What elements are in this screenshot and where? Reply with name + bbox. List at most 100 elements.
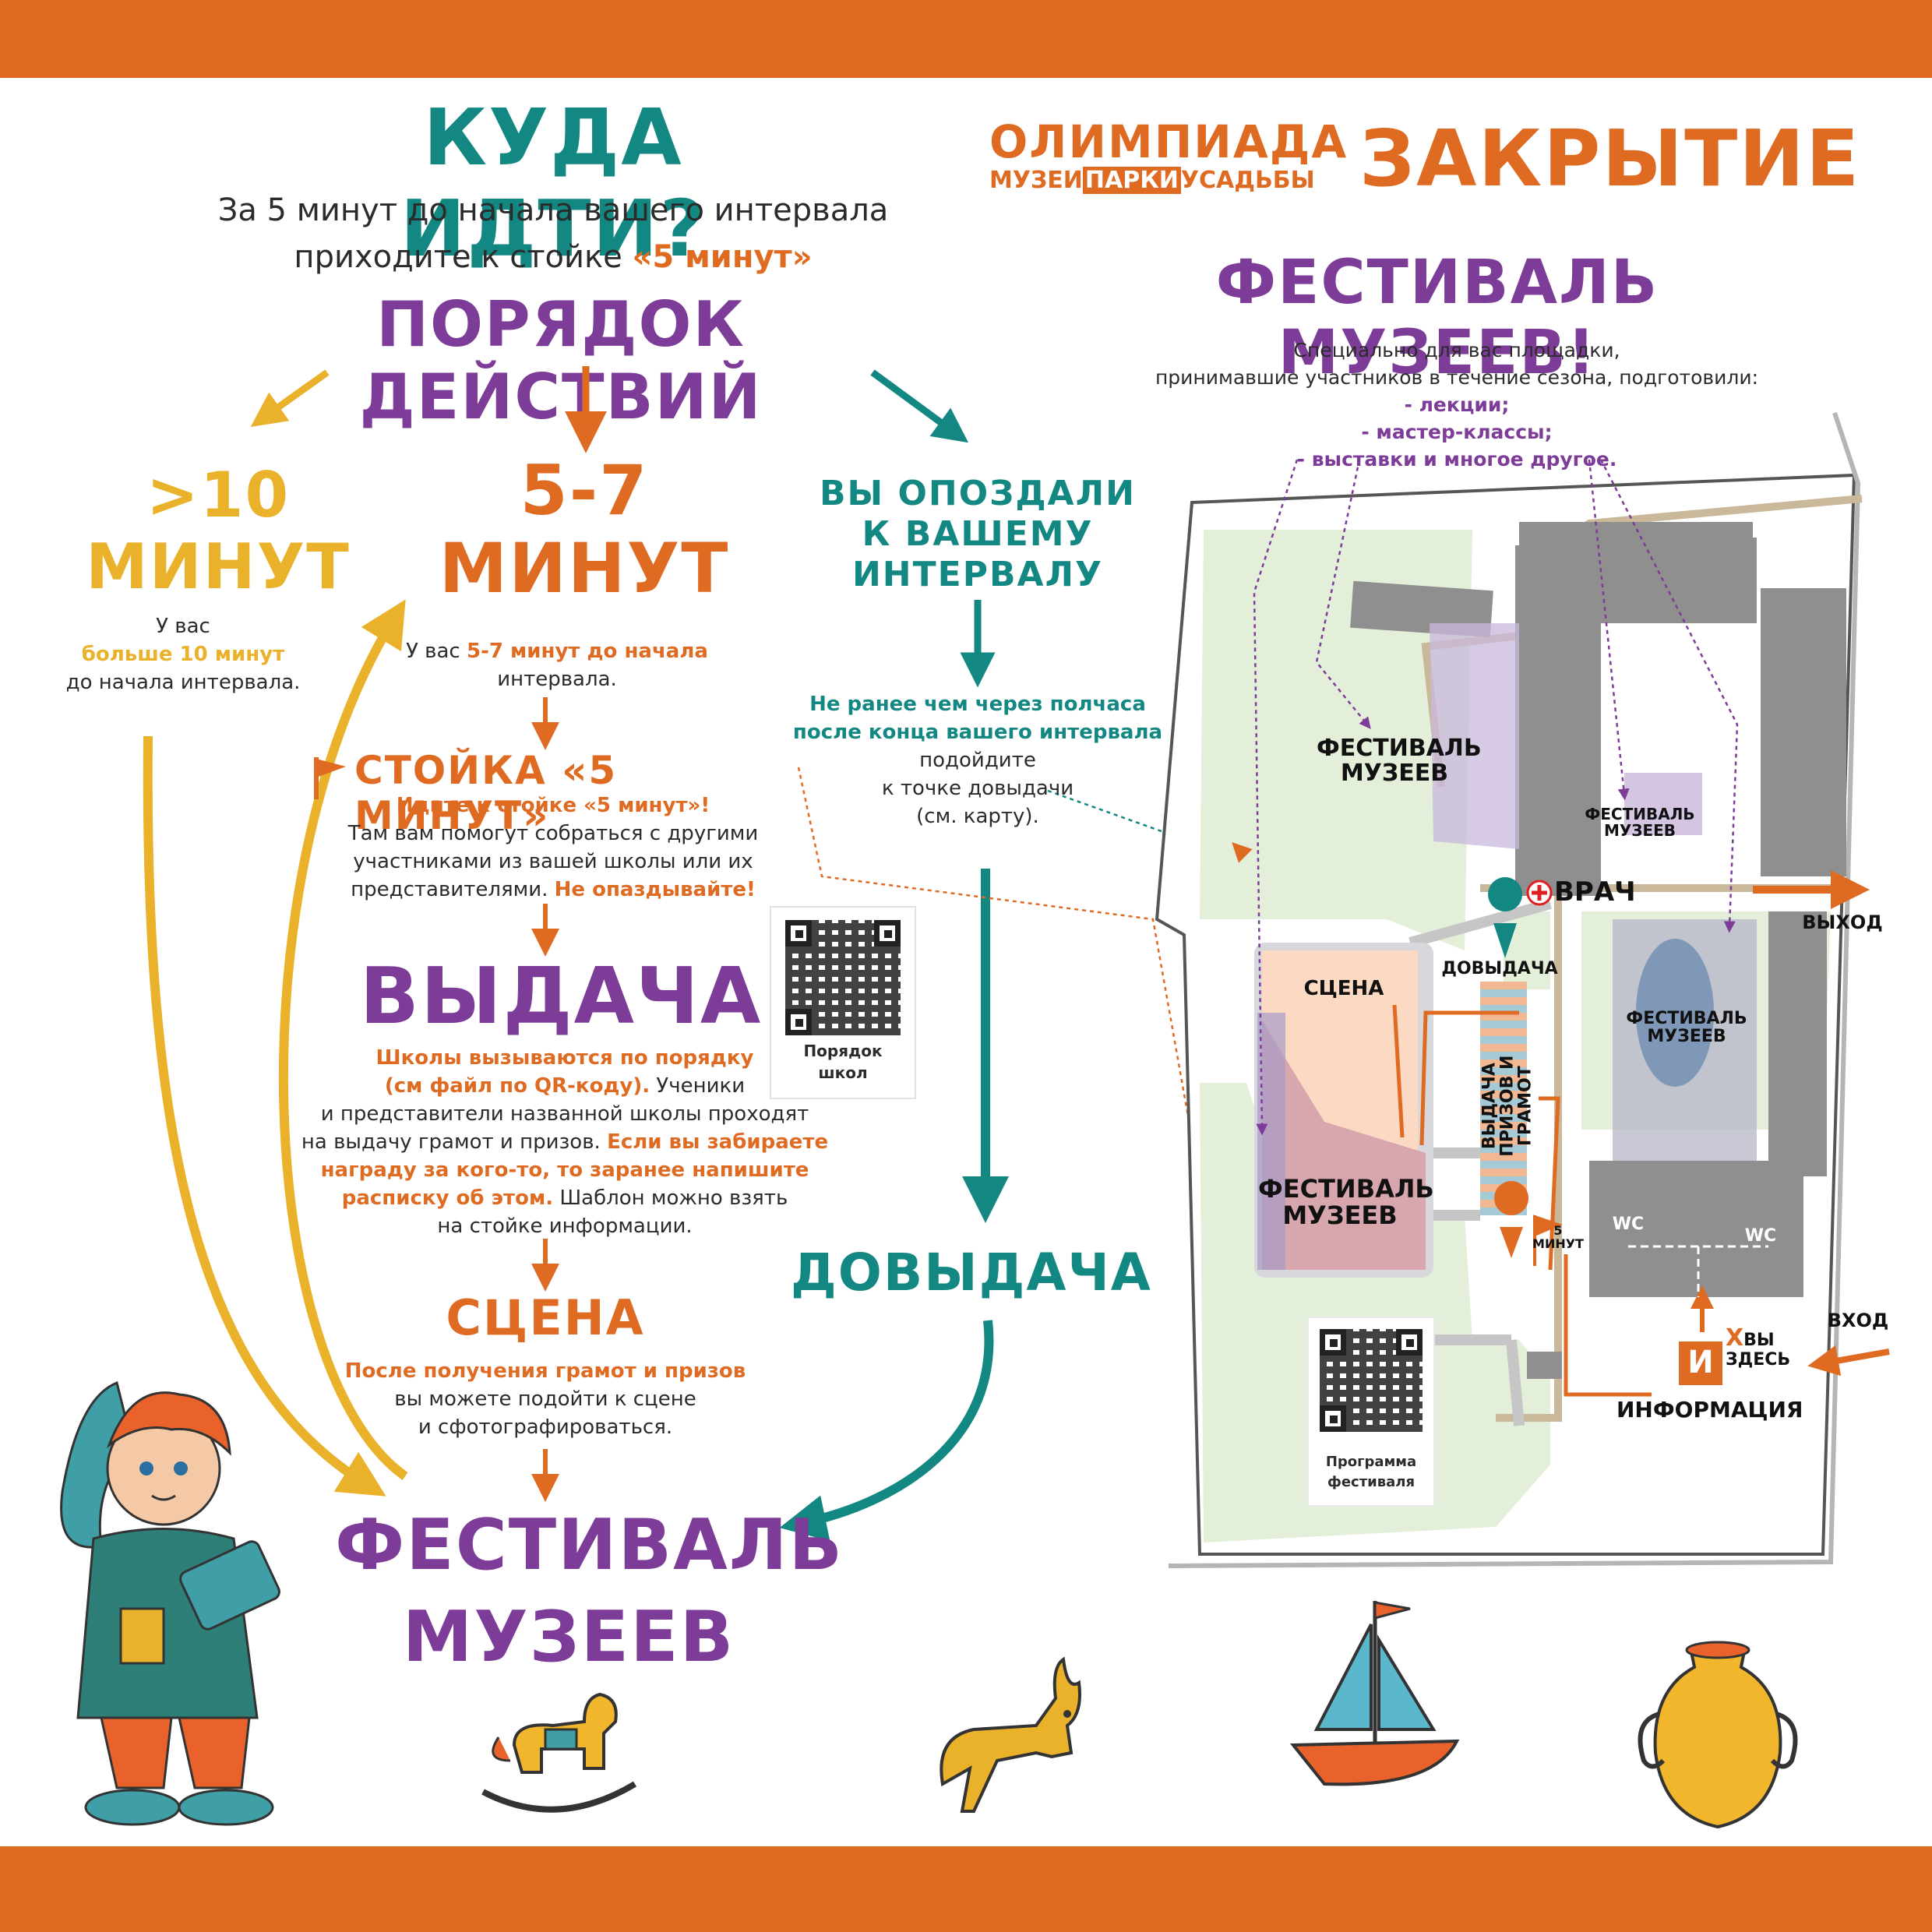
map-pointer-4	[1599, 459, 1739, 933]
amphora-icon	[1638, 1641, 1798, 1829]
stand-text-3: представителями. Не опаздывайте!	[351, 878, 756, 901]
map-label-stage: СЦЕНА	[1303, 977, 1384, 1000]
map-label-exit: ВЫХОД	[1802, 911, 1883, 933]
sailboat-icon	[1289, 1601, 1460, 1786]
connector-stand	[797, 767, 1225, 1313]
stage-text-2: и сфотографироваться.	[418, 1416, 673, 1439]
top-bar	[0, 0, 1932, 78]
subtitle: За 5 минут до начала вашего интервала пр…	[140, 187, 966, 280]
issue-line-2: (см файл по QR-коду). Ученики	[384, 1074, 746, 1098]
stand-title: СТОЙКА «5 МИНУТ»	[354, 748, 618, 838]
map-label-wc-2: WC	[1744, 1226, 1777, 1246]
arrow-left-branch	[250, 369, 330, 428]
closing-title: ЗАКРЫТИЕ	[1359, 113, 1861, 204]
map-wc-path	[1628, 1245, 1768, 1297]
map-dovydacha-pin-icon	[1488, 877, 1523, 958]
qr1-caption-2: школ	[818, 1063, 868, 1082]
col-5-7-text: У вас 5-7 минут до начала интервала.	[390, 637, 724, 693]
map-label-doctor: ВРАЧ	[1554, 876, 1636, 908]
col-late-text-1: Не ранее чем через полчаса	[809, 693, 1146, 716]
logo-parks: ПАРКИ	[1082, 167, 1181, 194]
issue-line-5: награду за кого-то, то заранее напишите	[320, 1158, 809, 1182]
map-label-you-here: XВЫ ЗДЕСЬ	[1726, 1324, 1791, 1370]
map-building-wc	[1589, 1161, 1803, 1297]
festival-bottom-2: МУЗЕЕВ	[402, 1596, 735, 1678]
festival-desc-1: Специально для вас площадки,	[1293, 339, 1620, 361]
map-building-main-mid	[1601, 538, 1757, 623]
qr2-caption-1: Программа	[1325, 1454, 1417, 1470]
map-green-4	[1504, 911, 1550, 989]
subtitle-line-2: приходите к стойке «5 минут»	[294, 239, 813, 275]
arrow-yellow-down	[143, 735, 386, 1497]
festival-bottom-1: ФЕСТИВАЛЬ	[335, 1504, 844, 1586]
col-late-text-2: после конца вашего интервала	[792, 721, 1163, 744]
arrow-right-branch	[870, 369, 969, 443]
qr-code-school-order[interactable]: Порядок школ	[770, 906, 916, 1099]
map-green-2	[1200, 1083, 1550, 1542]
issue-line-3: и представители названной школы проходят	[320, 1102, 809, 1126]
logo-top: ОЛИМПИАДА	[989, 115, 1349, 168]
col-late-text: Не ранее чем через полчаса после конца в…	[787, 690, 1169, 830]
stand-text-1: Там вам помогут собраться с другими	[347, 822, 759, 845]
map-zone-stage	[1262, 950, 1418, 1153]
map-building-tiny	[1527, 1352, 1562, 1379]
map-building-wc-tall	[1768, 911, 1827, 1176]
bottom-bar	[0, 1846, 1932, 1932]
map-label-entrance: ВХОД	[1827, 1310, 1889, 1331]
stage-text-1: вы можете подойти к сцене	[394, 1387, 696, 1411]
map-zone-festival-a	[1430, 623, 1519, 849]
goat-figurine-icon	[940, 1656, 1081, 1813]
map-pond	[1636, 939, 1714, 1087]
map-label-info-letter: И	[1687, 1345, 1714, 1380]
col-more10-text-1: У вас	[156, 615, 210, 638]
map-info-box	[1676, 1338, 1726, 1388]
col-5-7-text-2: интервала.	[497, 668, 617, 691]
map-zone-festival-d-lilac	[1257, 1013, 1285, 1270]
col-more10-title: >10 МИНУТ	[70, 460, 366, 603]
map-label-wc-1: WC	[1612, 1215, 1645, 1234]
festival-item-3: - выставки и многое другое.	[1296, 448, 1617, 471]
logo-museums: МУЗЕИ	[989, 167, 1083, 194]
boy-character-illustration	[60, 1380, 280, 1826]
col-late-title-1: ВЫ ОПОЗДАЛИ	[820, 474, 1136, 513]
arrow-yellow-up	[278, 599, 408, 1480]
col-5-7-title-2: МИНУТ	[439, 528, 730, 608]
qr-code-festival-program[interactable]: Программа фестиваля	[1307, 1317, 1435, 1507]
map-stand-flag-icon	[1533, 1215, 1563, 1266]
flag-icon	[312, 754, 349, 801]
map-building-main-left	[1515, 545, 1601, 896]
stage-title: СЦЕНА	[446, 1289, 645, 1346]
rocking-horse-icon	[481, 1692, 637, 1813]
stand-hl: Идите к стойке «5 минут»!	[396, 794, 710, 817]
col-5-7-title-1: 5-7	[520, 450, 649, 531]
stage-hl: После получения грамот и призов	[344, 1359, 746, 1383]
logo-estates: УСАДЬБЫ	[1180, 167, 1315, 194]
issue-line-4: на выдачу грамот и призов. Если вы забир…	[301, 1130, 829, 1154]
map-food-pin-icon	[1494, 1181, 1529, 1258]
col-late-text-3: подойдите	[919, 749, 1036, 772]
subtitle-line-1: За 5 минут до начала вашего интервала	[217, 192, 889, 228]
col-more10-title-1: >10	[146, 459, 291, 531]
stand-text: Идите к стойке «5 минут»! Там вам помогу…	[327, 791, 779, 904]
map-pointer-2	[1315, 459, 1371, 729]
festival-item-1: - лекции;	[1404, 393, 1510, 416]
page-title: КУДА ИДТИ?	[400, 92, 707, 274]
qr1-caption-1: Порядок	[803, 1042, 883, 1060]
qr2-caption-2: фестиваля	[1327, 1474, 1416, 1490]
map-green-1	[1200, 530, 1472, 950]
col-late-title-2: К ВАШЕМУ	[862, 514, 1094, 554]
issue-line-6: расписку об этом. Шаблон можно взять	[341, 1186, 788, 1210]
col-more10-text-2: больше 10 минут	[81, 643, 285, 666]
map-pointer-3	[1588, 459, 1630, 801]
issue-hl-1: Школы вызываются по порядку	[375, 1046, 754, 1070]
festival-description: Специально для вас площадки, принимавшие…	[1106, 337, 1807, 473]
